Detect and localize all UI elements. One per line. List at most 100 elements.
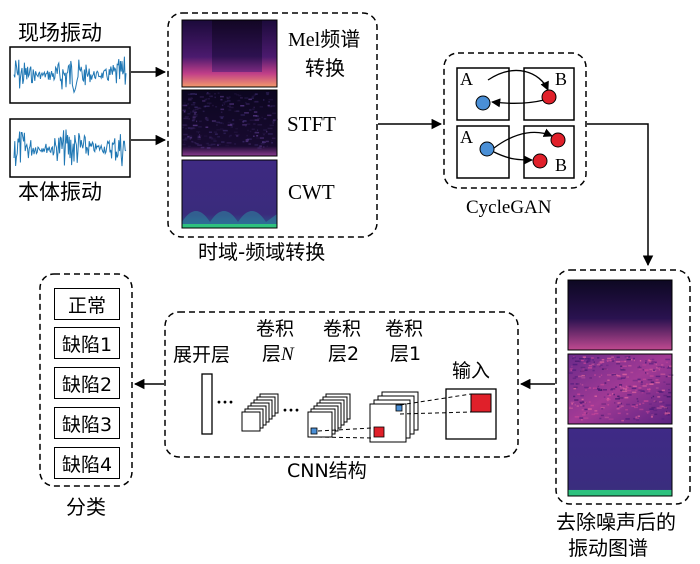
feature-map bbox=[241, 411, 261, 432]
spectral-noise bbox=[192, 116, 196, 119]
classification-border bbox=[39, 273, 133, 487]
spectral-noise bbox=[256, 137, 260, 139]
spectral-noise bbox=[659, 401, 663, 403]
spectral-noise bbox=[185, 127, 187, 130]
spectral-noise bbox=[212, 120, 218, 123]
spectral-noise bbox=[197, 135, 202, 137]
spectral-noise bbox=[194, 113, 196, 115]
conv-1-label-line1: 卷积 bbox=[385, 318, 424, 340]
spectral-noise bbox=[251, 97, 254, 99]
spectral-noise bbox=[664, 413, 668, 416]
spectral-noise bbox=[257, 124, 263, 126]
spectral-noise bbox=[187, 93, 192, 96]
spectral-noise bbox=[642, 402, 645, 404]
spectral-noise bbox=[272, 122, 274, 124]
classification-caption: 分类 bbox=[66, 495, 106, 519]
spectral-noise bbox=[258, 146, 261, 149]
spectral-noise bbox=[627, 394, 632, 396]
spectral-noise bbox=[665, 404, 671, 406]
spectral-noise bbox=[262, 146, 265, 148]
spectral-noise bbox=[576, 405, 579, 407]
spectral-noise bbox=[207, 144, 213, 146]
spectral-noise bbox=[651, 413, 653, 416]
spectral-noise bbox=[187, 136, 190, 138]
spectral-noise bbox=[650, 381, 654, 383]
spectral-noise bbox=[615, 386, 618, 388]
spectral-noise bbox=[256, 135, 259, 137]
spectral-noise bbox=[248, 98, 252, 101]
spectral-noise bbox=[645, 383, 649, 385]
spectral-noise bbox=[208, 131, 212, 133]
spectral-noise bbox=[249, 109, 252, 111]
spectral-noise bbox=[625, 385, 627, 388]
spectral-noise bbox=[261, 116, 263, 119]
spectral-noise bbox=[254, 119, 260, 121]
spectral-noise bbox=[611, 360, 614, 362]
spectral-noise bbox=[615, 398, 620, 400]
tf-group-border bbox=[167, 12, 378, 238]
spectral-noise bbox=[580, 370, 585, 372]
denoised-caption-line2: 振动图谱 bbox=[568, 536, 648, 560]
spectral-noise bbox=[189, 137, 193, 139]
point-b-bottom-1 bbox=[550, 132, 566, 148]
spectral-noise bbox=[586, 360, 591, 362]
spectral-noise bbox=[637, 415, 640, 417]
spectral-noise bbox=[592, 369, 595, 372]
spectral-noise bbox=[255, 130, 257, 133]
spectral-noise bbox=[215, 121, 220, 123]
spectral-noise bbox=[585, 358, 590, 360]
spectral-noise bbox=[600, 374, 603, 376]
spectral-noise bbox=[580, 402, 583, 404]
spectral-noise bbox=[586, 412, 588, 415]
spectral-noise bbox=[581, 409, 584, 411]
spectral-noise bbox=[620, 377, 626, 379]
spectral-noise bbox=[637, 366, 642, 369]
spectral-noise bbox=[598, 389, 603, 391]
kernel-line-3 bbox=[317, 427, 373, 432]
spectral-noise bbox=[587, 408, 592, 410]
spectral-noise bbox=[251, 128, 255, 130]
point-a-top bbox=[475, 95, 491, 111]
spectral-noise bbox=[639, 408, 644, 411]
cwt-label: CWT bbox=[288, 180, 335, 204]
stft-label: STFT bbox=[287, 112, 337, 136]
spectral-noise bbox=[569, 368, 573, 370]
spectral-noise bbox=[615, 361, 621, 363]
stft-spectrogram-image bbox=[181, 89, 278, 157]
spectral-noise bbox=[253, 123, 256, 125]
spectral-noise bbox=[200, 146, 205, 149]
spectral-noise bbox=[569, 406, 571, 408]
spectral-noise bbox=[617, 405, 620, 408]
spectral-noise bbox=[651, 358, 655, 361]
spectral-noise bbox=[655, 361, 657, 364]
spectral-noise bbox=[267, 114, 272, 117]
spectral-noise bbox=[641, 391, 644, 394]
spectral-noise bbox=[622, 365, 627, 367]
spectral-noise bbox=[586, 412, 589, 415]
spectral-noise bbox=[188, 145, 191, 148]
spectral-noise bbox=[620, 360, 626, 363]
spectral-noise bbox=[272, 112, 276, 115]
input-kernel bbox=[470, 393, 492, 413]
spectral-noise bbox=[583, 362, 586, 364]
spectral-noise bbox=[242, 124, 247, 126]
spectral-noise bbox=[220, 111, 223, 113]
conv-2-kernel bbox=[310, 427, 318, 435]
spectral-noise bbox=[642, 385, 647, 387]
spectral-noise bbox=[660, 373, 666, 375]
spectral-noise bbox=[618, 397, 624, 399]
spectral-noise bbox=[245, 125, 247, 127]
spectral-noise bbox=[192, 124, 198, 127]
spectral-noise bbox=[625, 386, 629, 389]
spectral-noise bbox=[227, 105, 231, 107]
spectral-noise bbox=[194, 108, 199, 111]
spectral-noise bbox=[182, 143, 186, 146]
spectral-noise bbox=[594, 410, 598, 412]
denoised-stft-image bbox=[567, 353, 674, 425]
spectral-noise bbox=[188, 99, 192, 101]
spectral-noise bbox=[668, 374, 674, 376]
spectral-noise bbox=[581, 370, 585, 372]
spectral-noise bbox=[254, 144, 259, 146]
spectral-noise bbox=[590, 404, 594, 407]
spectral-noise bbox=[665, 410, 668, 413]
